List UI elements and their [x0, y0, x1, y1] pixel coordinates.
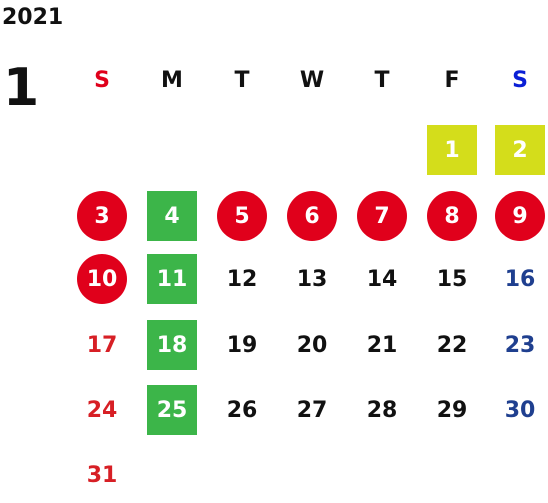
highlight-box-green [147, 254, 197, 304]
day-number: 1 [444, 137, 460, 163]
day-cell-15[interactable]: 15 [422, 254, 482, 304]
day-number: 21 [366, 332, 398, 358]
day-cell-7[interactable]: 7 [352, 191, 412, 241]
day-cell-22[interactable]: 22 [422, 320, 482, 370]
day-number: 8 [444, 203, 460, 229]
day-cell-23[interactable]: 23 [490, 320, 548, 370]
holiday-circle [77, 191, 127, 241]
day-cell-1[interactable]: 1 [422, 125, 482, 175]
weekday-2: T [234, 68, 250, 93]
day-cell-6[interactable]: 6 [282, 191, 342, 241]
day-number: 31 [86, 462, 118, 488]
day-number: 4 [164, 203, 180, 229]
highlight-box-green [147, 385, 197, 435]
day-number: 14 [366, 266, 398, 292]
weekday-3: W [299, 68, 325, 93]
day-number: 12 [226, 266, 258, 292]
holiday-circle [427, 191, 477, 241]
day-number: 2 [512, 137, 528, 163]
day-number: 28 [366, 397, 398, 423]
day-number: 7 [374, 203, 390, 229]
day-cell-18[interactable]: 18 [142, 320, 202, 370]
day-number: 13 [296, 266, 328, 292]
day-number: 24 [86, 397, 118, 423]
day-number: 5 [234, 203, 250, 229]
day-cell-17[interactable]: 17 [72, 320, 132, 370]
weekday-5: F [444, 68, 460, 93]
day-number: 10 [86, 266, 118, 292]
highlight-box-yellow [495, 125, 545, 175]
day-cell-31[interactable]: 31 [72, 450, 132, 500]
day-cell-21[interactable]: 21 [352, 320, 412, 370]
day-number: 11 [156, 266, 188, 292]
day-number: 18 [156, 332, 188, 358]
day-cell-20[interactable]: 20 [282, 320, 342, 370]
day-number: 6 [304, 203, 320, 229]
day-number: 3 [94, 203, 110, 229]
day-cell-30[interactable]: 30 [490, 385, 548, 435]
day-number: 26 [226, 397, 258, 423]
highlight-box-green [147, 191, 197, 241]
highlight-box-yellow [427, 125, 477, 175]
day-number: 20 [296, 332, 328, 358]
day-cell-9[interactable]: 9 [490, 191, 548, 241]
day-number: 15 [436, 266, 468, 292]
day-number: 22 [436, 332, 468, 358]
day-cell-28[interactable]: 28 [352, 385, 412, 435]
day-number: 25 [156, 397, 188, 423]
day-cell-25[interactable]: 25 [142, 385, 202, 435]
calendar-month: 1 [3, 58, 40, 118]
day-cell-16[interactable]: 16 [490, 254, 548, 304]
day-number: 19 [226, 332, 258, 358]
calendar-year: 2021 [2, 5, 64, 30]
holiday-circle [357, 191, 407, 241]
weekday-0: S [94, 68, 110, 93]
day-number: 29 [436, 397, 468, 423]
day-cell-11[interactable]: 11 [142, 254, 202, 304]
day-cell-24[interactable]: 24 [72, 385, 132, 435]
highlight-box-green [147, 320, 197, 370]
day-cell-19[interactable]: 19 [212, 320, 272, 370]
day-cell-8[interactable]: 8 [422, 191, 482, 241]
weekday-4: T [374, 68, 390, 93]
day-cell-10[interactable]: 10 [72, 254, 132, 304]
weekday-1: M [161, 68, 183, 93]
holiday-circle [287, 191, 337, 241]
holiday-circle [217, 191, 267, 241]
day-number: 27 [296, 397, 328, 423]
day-cell-2[interactable]: 2 [490, 125, 548, 175]
weekday-6: S [512, 68, 528, 93]
day-number: 16 [504, 266, 536, 292]
day-number: 30 [504, 397, 536, 423]
day-number: 9 [512, 203, 528, 229]
holiday-circle [77, 254, 127, 304]
day-cell-26[interactable]: 26 [212, 385, 272, 435]
day-cell-5[interactable]: 5 [212, 191, 272, 241]
day-number: 23 [504, 332, 536, 358]
day-number: 17 [86, 332, 118, 358]
holiday-circle [495, 191, 545, 241]
day-cell-14[interactable]: 14 [352, 254, 412, 304]
day-cell-12[interactable]: 12 [212, 254, 272, 304]
day-cell-13[interactable]: 13 [282, 254, 342, 304]
day-cell-3[interactable]: 3 [72, 191, 132, 241]
day-cell-29[interactable]: 29 [422, 385, 482, 435]
day-cell-4[interactable]: 4 [142, 191, 202, 241]
day-cell-27[interactable]: 27 [282, 385, 342, 435]
